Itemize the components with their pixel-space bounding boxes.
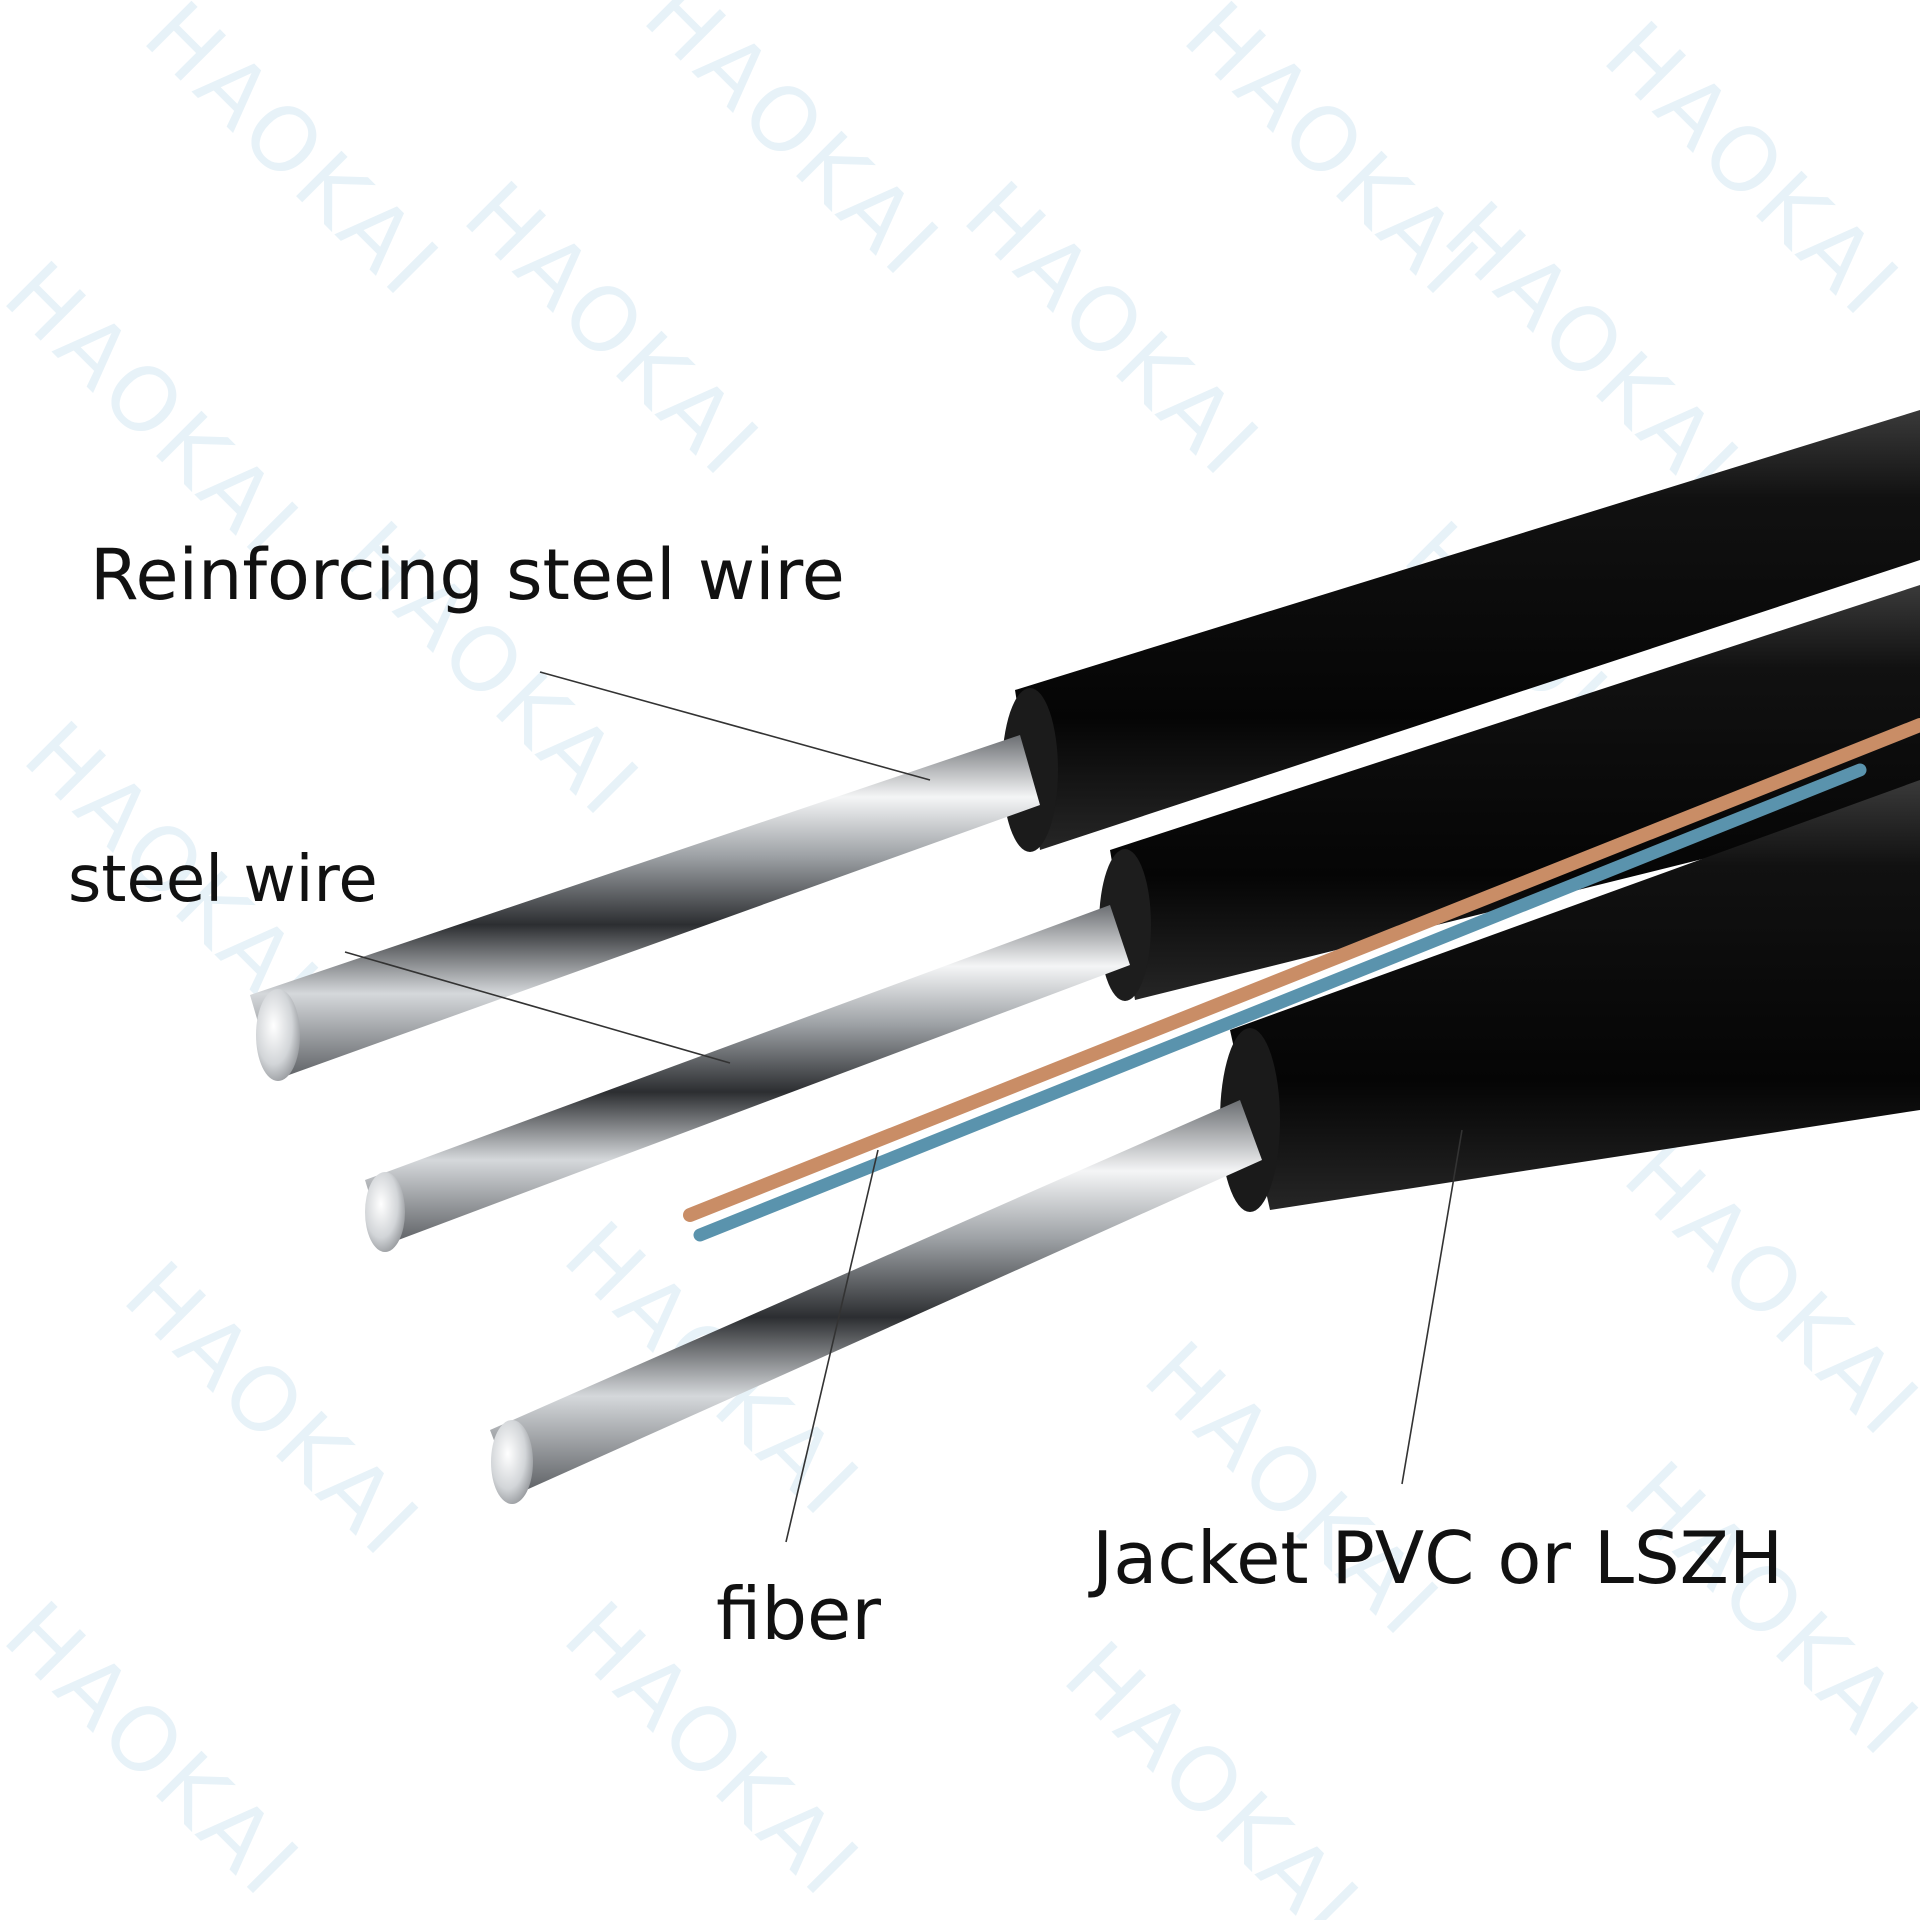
label-steel-wire: steel wire (68, 843, 378, 917)
label-fiber: fiber (716, 1572, 881, 1656)
watermark-text: HAOKAI (0, 1582, 321, 1918)
watermark-text: HAOKAI (125, 0, 461, 318)
watermark-text: HAOKAI (1605, 1442, 1920, 1778)
steel-wire-bottom-body (490, 1100, 1262, 1495)
steel-wire-top-cap (256, 989, 300, 1081)
watermark-text: HAOKAI (1045, 1622, 1381, 1920)
jacket-middle-lobe (1110, 585, 1920, 1000)
watermark-text: HAOKAI (1605, 1122, 1920, 1458)
watermark-text: HAOKAI (945, 162, 1281, 498)
watermark-text: HAOKAI (625, 0, 961, 298)
steel-wire-top (250, 735, 1040, 1081)
watermark-text: HAOKAI (445, 162, 781, 498)
jacket-top-lobe (1015, 410, 1920, 850)
fiber-blue (693, 763, 1867, 1242)
steel-wire-middle (365, 905, 1130, 1252)
cable-jacket (1002, 410, 1920, 1212)
leader-steel-wire (344, 951, 731, 1064)
leader-reinforcing (539, 671, 931, 781)
fiber-orange (683, 718, 1920, 1222)
steel-wire-middle-body (365, 905, 1130, 1245)
steel-wire-bottom (490, 1100, 1262, 1504)
leader-fiber (785, 1149, 879, 1543)
label-jacket: Jacket PVC or LSZH (1092, 1516, 1784, 1600)
watermark-text: HAOKAI (1425, 182, 1761, 518)
steel-wire-middle-cap (365, 1172, 405, 1252)
watermark-text: HAOKAI (0, 242, 321, 578)
leader-lines (344, 671, 1463, 1543)
steel-wire-bottom-cap (491, 1420, 533, 1504)
watermark-text: HAOKAI (105, 1242, 441, 1578)
fiber-pair (683, 718, 1920, 1242)
jacket-bottom-lobe (1230, 780, 1920, 1210)
label-reinforcing-steel-wire: Reinforcing steel wire (90, 534, 845, 616)
leader-jacket (1401, 1129, 1463, 1485)
steel-wire-top-body (250, 735, 1040, 1080)
watermark-text: HAOKAI (1585, 2, 1920, 338)
watermark-text: HAOKAI (1125, 1322, 1461, 1658)
